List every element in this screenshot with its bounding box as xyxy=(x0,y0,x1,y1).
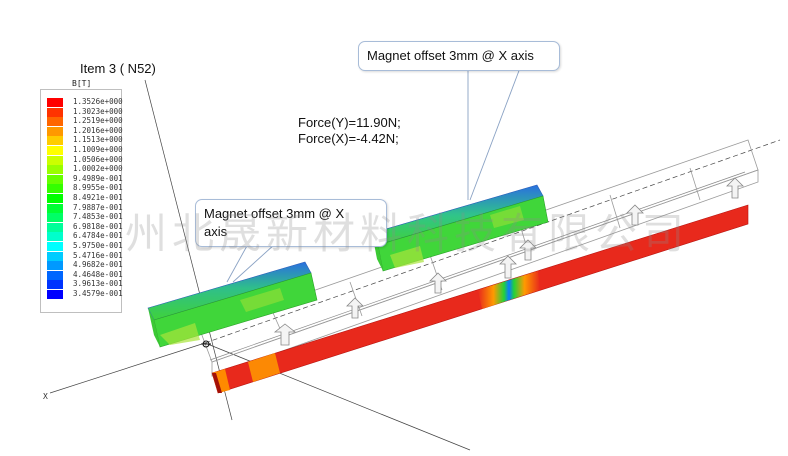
legend-entry: 1.3023e+000 xyxy=(45,106,125,117)
legend-value: 7.9887e-001 xyxy=(73,202,123,212)
arrow-icon xyxy=(273,323,297,346)
legend-entry: 3.9613e-001 xyxy=(45,279,125,290)
legend-entry: 3.4579e-001 xyxy=(45,289,125,299)
legend-value: 3.9613e-001 xyxy=(73,279,123,289)
legend-swatch xyxy=(47,165,63,175)
arrow-icon xyxy=(519,239,537,261)
legend-value: 1.2016e+000 xyxy=(73,125,123,135)
legend-entry: 1.2016e+000 xyxy=(45,125,125,136)
arrow-icon xyxy=(346,297,364,319)
axis-x-label: X xyxy=(43,392,48,401)
legend-value: 1.0002e+000 xyxy=(73,164,123,174)
steel-rail xyxy=(211,204,749,394)
legend-value: 1.3023e+000 xyxy=(73,106,123,116)
legend-swatch xyxy=(47,194,63,203)
legend-entry: 4.9682e-001 xyxy=(45,260,125,271)
legend-entry: 6.9818e-001 xyxy=(45,221,125,232)
legend-value: 1.1009e+000 xyxy=(73,145,123,154)
arrow-icon xyxy=(429,272,447,294)
legend-value: 6.4784e-001 xyxy=(73,231,123,241)
legend-entry: 7.4853e-001 xyxy=(45,212,125,223)
legend-swatch xyxy=(47,251,63,261)
legend-swatch xyxy=(47,184,63,194)
callout-leaders xyxy=(226,67,521,283)
legend-value: 6.9818e-001 xyxy=(73,221,123,231)
callout-top-text: Magnet offset 3mm @ X axis xyxy=(367,48,534,63)
legend-entry: 1.1513e+000 xyxy=(45,135,125,146)
legend-value: 7.4853e-001 xyxy=(73,212,123,222)
magnet-left xyxy=(147,261,318,348)
origin-marker xyxy=(201,340,211,348)
legend-swatch xyxy=(47,136,63,146)
callout-top: Magnet offset 3mm @ X axis xyxy=(358,41,560,71)
legend-entry: 5.4716e-001 xyxy=(45,250,125,261)
legend-value: 1.3526e+000 xyxy=(73,97,123,106)
legend-value: 4.9682e-001 xyxy=(73,260,123,270)
force-y: Force(Y)=11.90N; xyxy=(298,115,401,130)
legend-value: 1.1513e+000 xyxy=(73,135,123,145)
legend-swatch xyxy=(47,280,63,290)
legend-value: 5.9750e-001 xyxy=(73,241,123,250)
legend-swatch xyxy=(47,242,63,251)
item-label: Item 3 ( N52) xyxy=(80,61,156,76)
legend-value: 5.4716e-001 xyxy=(73,250,123,260)
arrow-markers xyxy=(273,177,744,346)
legend-swatch xyxy=(47,232,63,242)
legend-swatch xyxy=(47,98,63,107)
legend-value: 1.0506e+000 xyxy=(73,154,123,164)
legend-entry: 1.3526e+000 xyxy=(45,97,125,107)
legend-entry: 1.0002e+000 xyxy=(45,164,125,175)
legend-entry: 1.0506e+000 xyxy=(45,154,125,165)
legend-swatch xyxy=(47,213,63,223)
magnet-right xyxy=(371,184,549,272)
callout-left: Magnet offset 3mm @ X axis xyxy=(195,199,387,247)
legend-swatch xyxy=(47,270,63,280)
legend-value: 4.4648e-001 xyxy=(73,269,123,279)
legend-swatch xyxy=(47,290,63,299)
force-x: Force(X)=-4.42N; xyxy=(298,131,399,146)
legend-swatch xyxy=(47,117,63,127)
force-readout: Force(Y)=11.90N; Force(X)=-4.42N; xyxy=(298,115,401,147)
legend-value: 3.4579e-001 xyxy=(73,289,123,298)
arrow-icon xyxy=(726,177,744,199)
arrow-icon xyxy=(499,255,517,279)
arrow-icon xyxy=(626,204,644,226)
legend-entry: 6.4784e-001 xyxy=(45,231,125,242)
legend-swatch xyxy=(47,203,63,213)
legend-swatch xyxy=(47,146,63,155)
wireframe-track xyxy=(199,139,759,377)
legend-entry: 1.2519e+000 xyxy=(45,116,125,127)
legend-entry: 1.1009e+000 xyxy=(45,145,125,155)
legend-entry: 9.4989e-001 xyxy=(45,173,125,184)
legend-entry: 8.9955e-001 xyxy=(45,183,125,194)
construction-lines xyxy=(49,79,781,451)
legend-value: 1.2519e+000 xyxy=(73,116,123,126)
legend-swatch xyxy=(47,222,63,232)
legend-entry: 4.4648e-001 xyxy=(45,269,125,280)
callout-left-line2: axis xyxy=(204,224,228,239)
legend-title: B[T] xyxy=(72,79,92,88)
legend-swatch xyxy=(47,107,63,117)
legend-value: 8.4921e-001 xyxy=(73,193,123,202)
callout-left-line1: Magnet offset 3mm @ X xyxy=(204,206,345,221)
legend-swatch xyxy=(47,155,63,165)
legend-swatch xyxy=(47,261,63,271)
legend-entry: 8.4921e-001 xyxy=(45,193,125,203)
legend-swatch xyxy=(47,126,63,136)
legend-value: 8.9955e-001 xyxy=(73,183,123,193)
legend-entry: 7.9887e-001 xyxy=(45,202,125,213)
legend-swatch xyxy=(47,174,63,184)
legend-value: 9.4989e-001 xyxy=(73,173,123,183)
legend-entry: 5.9750e-001 xyxy=(45,241,125,251)
